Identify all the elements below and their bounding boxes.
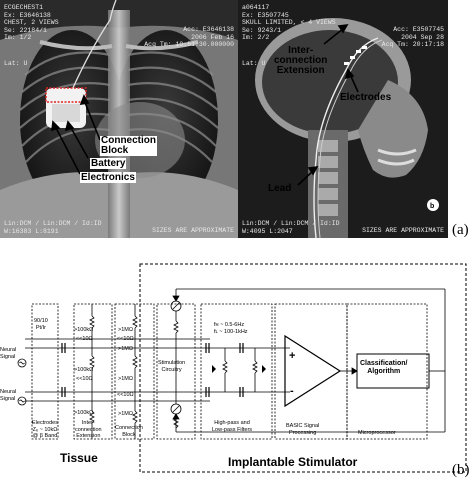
skull-header-line: 2004 Sep 28 — [401, 33, 444, 41]
skull-header-line: Im: 2/2 — [242, 34, 270, 41]
skull-footer-left: Lin:DCM / Lin:DCM / Id:ID W:4095 L:2047 — [242, 220, 340, 235]
battery-label: Battery — [90, 158, 127, 169]
chest-header-line: Acc: E3646138 — [183, 26, 234, 33]
chest-header-line: Im: 1/2 — [4, 34, 32, 41]
neural-signal-1: Neural Signal — [0, 347, 17, 360]
skull-header-line: a064117 — [242, 4, 270, 11]
amp-plus: + — [289, 350, 296, 362]
chest-header-line: 2006 Feb 16 — [191, 33, 234, 41]
chest-header-line: Acq Tm: 10:51:30.000000 — [144, 41, 234, 48]
chest-header-right: Acc: E3646138 2006 Feb 16 Acq Tm: 10:51:… — [144, 26, 234, 49]
chest-xray: ECGECHEST1 Ex: E3646138 CHEST, 2 VIEWS S… — [0, 0, 238, 238]
interconnection-label: Inter- connection Extension — [274, 45, 328, 76]
skull-header-line: SKULL LIMITED, < 4 VIEWS — [242, 19, 336, 26]
amplifier-symbol — [284, 334, 342, 408]
svg-text:b: b — [430, 203, 434, 210]
cb-r1: >1MΩ — [118, 327, 133, 333]
electronics-label: Electronics — [80, 172, 136, 183]
skull-footer-line: W:4095 L:2047 — [242, 227, 293, 235]
classification-label: Classification/ Algorithm — [360, 360, 408, 375]
skull-footer-right: SIZES ARE APPROXIMATE — [362, 227, 444, 234]
filter-spec: fʜ ~ 0.5-6Hz fʟ ~ 100-1kHz — [214, 322, 248, 335]
skull-xray: b a064117 Ex: E3507745 SKULL LIMITED, < … — [238, 0, 448, 238]
lead-label: Lead — [268, 183, 292, 194]
amp-minus: - — [290, 385, 294, 397]
chest-header-left: ECGECHEST1 Ex: E3646138 CHEST, 2 VIEWS S… — [4, 4, 59, 42]
stim-label: Stimulation Circuitry — [158, 360, 186, 373]
skull-header-line: Acc: E3507745 — [393, 26, 444, 33]
skull-header-line: Acq Tm: 20:17:18 — [381, 41, 444, 48]
implant-label: Implantable Stimulator — [228, 455, 358, 469]
interconnect-bot: >100kΩ — [74, 367, 94, 373]
skull-arrows — [297, 24, 359, 186]
skull-lat: Lat: U — [242, 60, 266, 67]
cb-r2: <<10Ω — [117, 336, 134, 342]
interconnect-bot3: >100kΩ — [74, 410, 94, 416]
cb-r6: >1MΩ — [118, 411, 133, 417]
filter-desc: High-pass and Low-pass Filters — [212, 420, 253, 433]
chest-footer-right: SIZES ARE APPROXIMATE — [152, 227, 234, 234]
skull-header-right: Acc: E3507745 2004 Sep 28 Acq Tm: 20:17:… — [382, 26, 444, 49]
chest-footer-line: Lin:DCM / Lin:DCM / Id:ID — [4, 220, 102, 227]
cb-r5: <<10Ω — [117, 392, 134, 398]
skull-header-line: Se: 9243/1 — [242, 26, 282, 34]
cb-r3: >1MΩ — [118, 346, 133, 352]
skull-footer-line: Lin:DCM / Lin:DCM / Id:ID — [242, 220, 340, 227]
chest-header-line: ECGECHEST1 — [4, 4, 44, 11]
skull-xray-image: b — [238, 0, 448, 238]
interconnect-top: >100kΩ — [74, 327, 94, 333]
interconnect-bot2: <<10Ω — [76, 376, 93, 382]
chest-header-line: CHEST, 2 VIEWS — [4, 19, 59, 26]
connection-block-label: Connection Block — [100, 135, 157, 156]
cb-desc: Connection Block — [115, 425, 143, 438]
tissue-label: Tissue — [60, 451, 98, 465]
interconnect-desc: Inter- connection Extension — [75, 420, 102, 439]
chest-arrows — [51, 94, 101, 175]
implant-boundary — [139, 263, 467, 473]
chest-header-line: Se: 22184/1 — [4, 26, 47, 34]
neural-signal-2: Neural Signal — [0, 389, 17, 402]
logo-icon: b — [427, 199, 439, 211]
chest-footer-line: W:16383 L:8191 — [4, 227, 59, 235]
chest-lat: Lat: U — [4, 60, 28, 67]
cb-r4: >1MΩ — [118, 376, 133, 382]
skull-header-line: Ex: E3507745 — [242, 11, 289, 19]
electrodes-res: 90/10 Pt/Ir — [34, 318, 48, 331]
schematic-diagram — [17, 263, 467, 473]
electrodes-desc: Electrodes Zₑ ~ 10kΩ @ β Band — [32, 420, 58, 439]
interconnect-mid: <<10Ω — [76, 336, 93, 342]
chest-header-line: Ex: E3646138 — [4, 11, 51, 19]
panel-b-tag: (b) — [452, 462, 470, 478]
electrodes-label: Electrodes — [340, 92, 392, 103]
basic-label: BASIC Signal Processing — [286, 423, 320, 436]
microprocessor-label: Microprocessor — [358, 430, 396, 436]
chest-footer-left: Lin:DCM / Lin:DCM / Id:ID W:16383 L:8191 — [4, 220, 102, 235]
skull-header-left: a064117 Ex: E3507745 SKULL LIMITED, < 4 … — [242, 4, 336, 42]
panel-a-tag: (a) — [452, 222, 469, 238]
